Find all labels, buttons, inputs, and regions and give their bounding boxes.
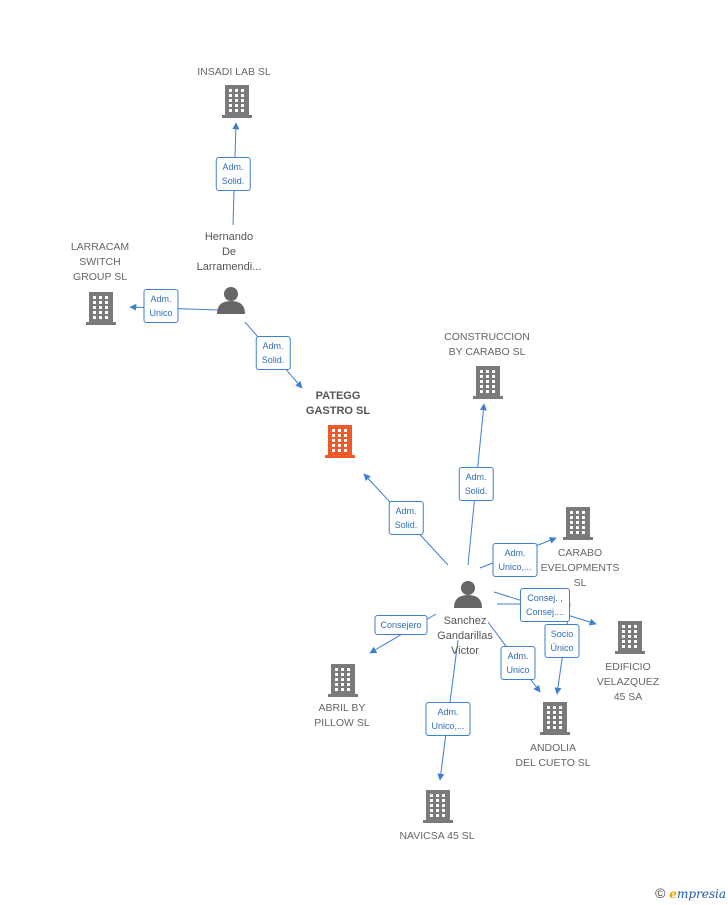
person-icon[interactable] xyxy=(454,581,482,608)
node-label-insadi[interactable]: INSADI LAB SL xyxy=(197,66,271,78)
building-icon[interactable] xyxy=(325,425,355,458)
node-label-construccion[interactable]: CONSTRUCCION BY CARABO SL xyxy=(444,331,530,358)
building-icon[interactable] xyxy=(86,292,116,325)
building-icon[interactable] xyxy=(540,702,570,735)
building-icon[interactable] xyxy=(222,85,252,118)
node-label-pategg[interactable]: PATEGG GASTRO SL xyxy=(305,390,371,417)
node-label-andolia[interactable]: ANDOLIA DEL CUETO SL xyxy=(515,742,591,769)
person-icon[interactable] xyxy=(217,287,245,314)
building-icon[interactable] xyxy=(423,790,453,823)
node-label-carabo[interactable]: CARABO EVELOPMENTS SL xyxy=(540,547,620,589)
edge-label[interactable]: Adm. Solid. xyxy=(215,157,251,191)
edge-label[interactable]: Socio Único xyxy=(544,624,580,658)
building-icon[interactable] xyxy=(328,664,358,697)
edge-label[interactable]: Adm. Unico,... xyxy=(425,702,471,736)
edge-label[interactable]: Adm. Unico xyxy=(500,646,536,680)
node-label-hernando[interactable]: Hernando De Larramendi... xyxy=(196,231,262,273)
brand-logo: © empresia xyxy=(655,885,726,901)
edge-label[interactable]: Consejero xyxy=(374,615,428,635)
edge-label[interactable]: Adm. Solid. xyxy=(255,336,291,370)
building-icon[interactable] xyxy=(615,621,645,654)
building-icon[interactable] xyxy=(473,366,503,399)
node-label-larracam[interactable]: LARRACAM SWITCH GROUP SL xyxy=(70,241,130,283)
node-label-navicsa[interactable]: NAVICSA 45 SL xyxy=(399,830,475,842)
node-label-edificio[interactable]: EDIFICIO VELAZQUEZ 45 SA xyxy=(596,661,660,703)
node-label-abril[interactable]: ABRIL BY PILLOW SL xyxy=(314,702,370,729)
edge-label[interactable]: Adm. Solid. xyxy=(388,501,424,535)
node-label-sanchez[interactable]: Sanchez Gandarillas Victor xyxy=(437,615,493,657)
edge-label[interactable]: Adm. Solid. xyxy=(458,467,494,501)
edge-label[interactable]: Adm. Unico,... xyxy=(492,543,538,577)
edge-label[interactable]: Consej. , Consej.... xyxy=(519,588,571,622)
edge-label[interactable]: Adm. Unico xyxy=(143,289,179,323)
building-icon[interactable] xyxy=(563,507,593,540)
